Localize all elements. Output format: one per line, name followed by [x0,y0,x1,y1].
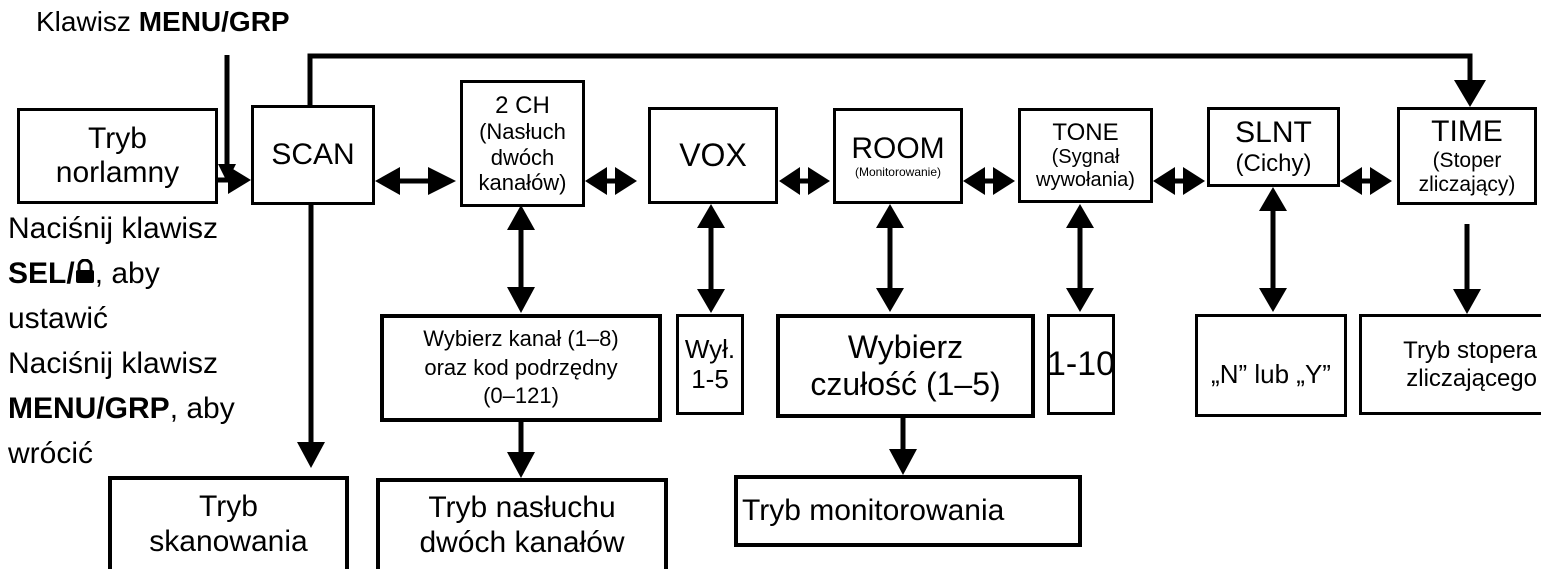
room-box: ROOM (Monitorowanie) [833,108,963,204]
time-settings-box: Tryb stopera zliczającego [1359,314,1541,415]
two-ch-sub2: dwóch [490,144,555,170]
instruction-line5: MENU/GRP, aby [8,386,235,431]
tone-settings-box: 1-10 [1047,314,1115,415]
link-2ch-vox-left-arrowhead [585,167,607,195]
scan-mode-line2: skanowania [149,524,308,558]
vox-label: VOX [679,137,747,174]
slnt-title: SLNT [1235,115,1312,149]
vox-settings-up-arrowhead [697,204,725,228]
two-ch-settings-line2: oraz kod podrzędny [424,354,618,380]
lock-icon [75,259,94,283]
time-box: TIME (Stoper zliczający) [1397,107,1537,205]
normal-mode-line1: Tryb [88,121,147,155]
room-mode-box: Tryb monitorowania [734,475,1082,547]
two-ch-settings-line3: (0–121) [483,383,559,409]
link-2ch-vox-right-arrowhead [615,167,637,195]
link-scan-2ch-left-arrowhead [375,167,400,195]
tone-settings-down-arrowhead [1066,288,1094,312]
normal-mode-arrowhead [228,166,251,194]
instructions: Naciśnij klawisz SEL/ , aby ustawić Naciś… [8,206,235,476]
link-tone-slnt-right-arrowhead [1183,167,1205,195]
room-mode-label: Tryb monitorowania [742,493,1005,527]
link-tone-slnt-left-arrowhead [1153,167,1175,195]
tone-title: TONE [1052,118,1119,146]
slnt-settings-value: „N” lub „Y” [1211,358,1331,389]
link-room-tone-right-arrowhead [993,167,1015,195]
menu-key-label: Klawisz MENU/GRP [36,6,290,38]
two-ch-settings-line1: Wybierz kanał (1–8) [423,326,619,352]
vox-box: VOX [648,107,778,204]
tone-sub1: (Sygnał [1051,146,1120,169]
slnt-settings-down-arrowhead [1259,288,1287,312]
instruction-line6: wrócić [8,437,94,470]
vox-settings-box: Wył. 1-5 [676,314,744,415]
slnt-box: SLNT (Cichy) [1207,107,1340,187]
room-settings-line1: Wybierz [847,329,964,366]
link-slnt-time-left-arrowhead [1340,167,1362,195]
instruction-line2: SEL/ , aby [8,251,235,296]
tone-sub2: wywołania) [1036,169,1135,192]
vox-settings-down-arrowhead [697,289,725,313]
slnt-sub: (Cichy) [1235,150,1312,178]
time-sub2: zliczający) [1418,173,1516,197]
vox-settings-line2: 1-5 [691,363,729,394]
time-down-arrowhead [1453,289,1481,314]
room-settings-line2: czułość (1–5) [810,366,1001,402]
room-settings-up-arrowhead [876,204,904,228]
link-scan-2ch-right-arrowhead [428,167,456,195]
time-settings-line2: zliczającego [1406,364,1537,392]
vox-settings-line1: Wył. [684,333,736,364]
loop-arrowhead [1454,80,1486,107]
scan-mode-line1: Tryb [199,490,258,523]
instruction-line5-suffix: , aby [169,392,235,425]
two-ch-title: 2 CH [495,91,550,119]
menu-key-name: MENU/GRP [138,6,290,37]
2ch-settings-up-arrowhead [507,205,535,230]
menu-key-name-2: MENU/GRP [8,392,170,425]
instruction-line3: ustawić [8,302,109,335]
room-sub: (Monitorowanie) [854,165,942,180]
sel-key-name: SEL/ [8,257,75,290]
two-ch-sub3: kanałów) [478,169,567,195]
scan-box: SCAN [251,105,375,205]
two-ch-mode-line2: dwóch kanałów [419,525,625,559]
time-sub1: (Stoper [1432,149,1502,173]
two-ch-mode-line1: Tryb nasłuchu [428,491,616,524]
scan-mode-box: Tryb skanowania [108,476,349,569]
normal-mode-box: Tryb norlamny [17,108,218,204]
two-ch-box: 2 CH (Nasłuch dwóch kanałów) [460,80,585,207]
instruction-line2-suffix: , aby [94,257,160,290]
2ch-settings-down-arrowhead [507,287,535,313]
tone-box: TONE (Sygnał wywołania) [1018,108,1153,203]
time-title: TIME [1431,114,1503,148]
slnt-settings-up-arrowhead [1259,187,1287,211]
tone-settings-value: 1-10 [1047,344,1115,383]
instruction-line1: Naciśnij klawisz [8,212,219,245]
link-room-tone-left-arrowhead [963,167,985,195]
scan-down-arrowhead [297,442,325,468]
normal-mode-line2: norlamny [55,156,180,189]
instruction-line4: Naciśnij klawisz [8,347,219,380]
room-mode-arrowhead [889,449,917,475]
2ch-mode-arrowhead [507,452,535,478]
time-settings-line1: Tryb stopera [1403,336,1537,364]
slnt-settings-box: „N” lub „Y” [1195,314,1347,417]
link-slnt-time-right-arrowhead [1370,167,1392,195]
room-title: ROOM [851,131,945,165]
link-vox-room-left-arrowhead [779,167,800,195]
two-ch-settings-box: Wybierz kanał (1–8) oraz kod podrzędny (… [380,314,662,422]
tone-settings-up-arrowhead [1066,204,1094,228]
room-settings-down-arrowhead [876,288,904,312]
room-settings-box: Wybierz czułość (1–5) [776,314,1035,418]
menu-key-prefix: Klawisz [36,6,131,37]
scan-label: SCAN [271,137,355,171]
two-ch-mode-box: Tryb nasłuchu dwóch kanałów [376,478,668,569]
link-vox-room-right-arrowhead [808,167,830,195]
loop-line [307,53,1473,106]
two-ch-sub1: (Nasłuch [479,119,566,145]
